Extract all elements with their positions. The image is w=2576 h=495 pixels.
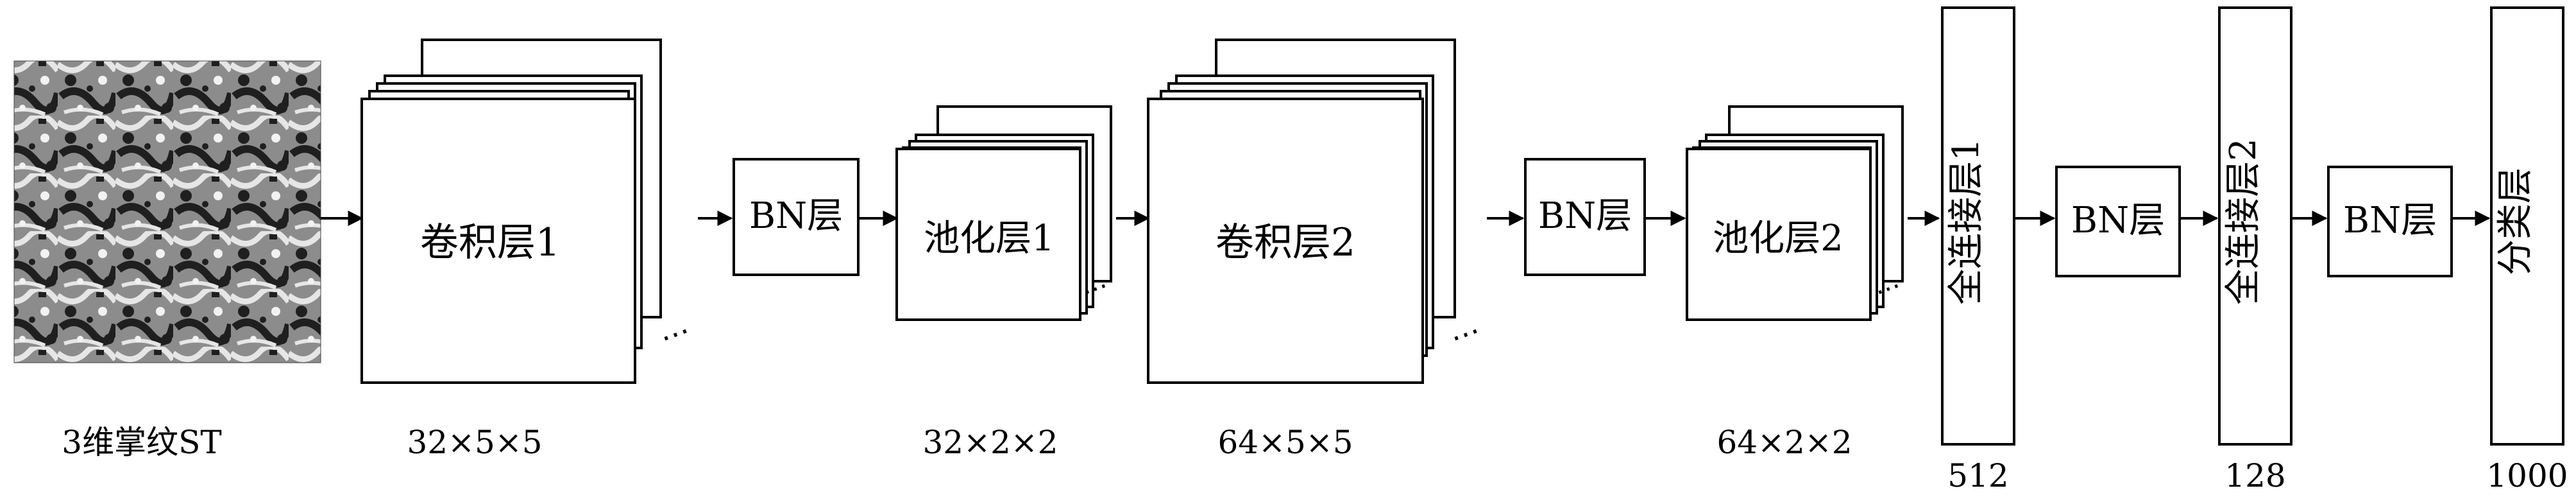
bn3-label: BN层 bbox=[2071, 200, 2165, 241]
bn1-label: BN层 bbox=[749, 195, 843, 237]
conv2-dims: 64×5×5 bbox=[1217, 424, 1353, 461]
fc1-label: 全连接层1 bbox=[1945, 138, 1987, 305]
bn2-label: BN层 bbox=[1538, 195, 1632, 237]
fc2-box bbox=[2218, 6, 2292, 446]
conv2-ellipsis: ⋯ bbox=[1446, 313, 1486, 355]
bn2-box bbox=[1524, 158, 1646, 276]
pool1-label: 池化层1 bbox=[924, 218, 1055, 259]
pool2-label: 池化层2 bbox=[1713, 218, 1843, 259]
fc2-size: 128 bbox=[2224, 457, 2285, 494]
conv2-label: 卷积层2 bbox=[1216, 220, 1355, 265]
classifier-box bbox=[2490, 6, 2564, 446]
pool1-dims: 32×2×2 bbox=[922, 424, 1058, 461]
conv1-dims: 32×5×5 bbox=[407, 424, 542, 461]
fc2-label: 全连接层2 bbox=[2223, 138, 2264, 305]
input-palmprint-image bbox=[13, 60, 321, 363]
pool2-dims: 64×2×2 bbox=[1716, 424, 1852, 461]
fc1-size: 512 bbox=[1947, 457, 2008, 494]
conv1-ellipsis: ⋯ bbox=[656, 313, 695, 355]
bn1-box bbox=[733, 158, 860, 276]
conv1-feature-maps bbox=[360, 39, 662, 384]
input-label: 3维掌纹ST bbox=[62, 424, 221, 461]
pool2-feature-maps bbox=[1686, 105, 1904, 321]
pool1-feature-maps bbox=[895, 105, 1112, 321]
bn3-box bbox=[2055, 166, 2181, 277]
conv1-label: 卷积层1 bbox=[420, 220, 560, 265]
classifier-size: 1000 bbox=[2486, 457, 2568, 494]
bn4-box bbox=[2327, 166, 2453, 277]
fc1-box bbox=[1941, 6, 2015, 446]
bn4-label: BN层 bbox=[2343, 200, 2437, 241]
classifier-label: 分类层 bbox=[2495, 168, 2536, 275]
conv2-feature-maps bbox=[1147, 39, 1456, 384]
